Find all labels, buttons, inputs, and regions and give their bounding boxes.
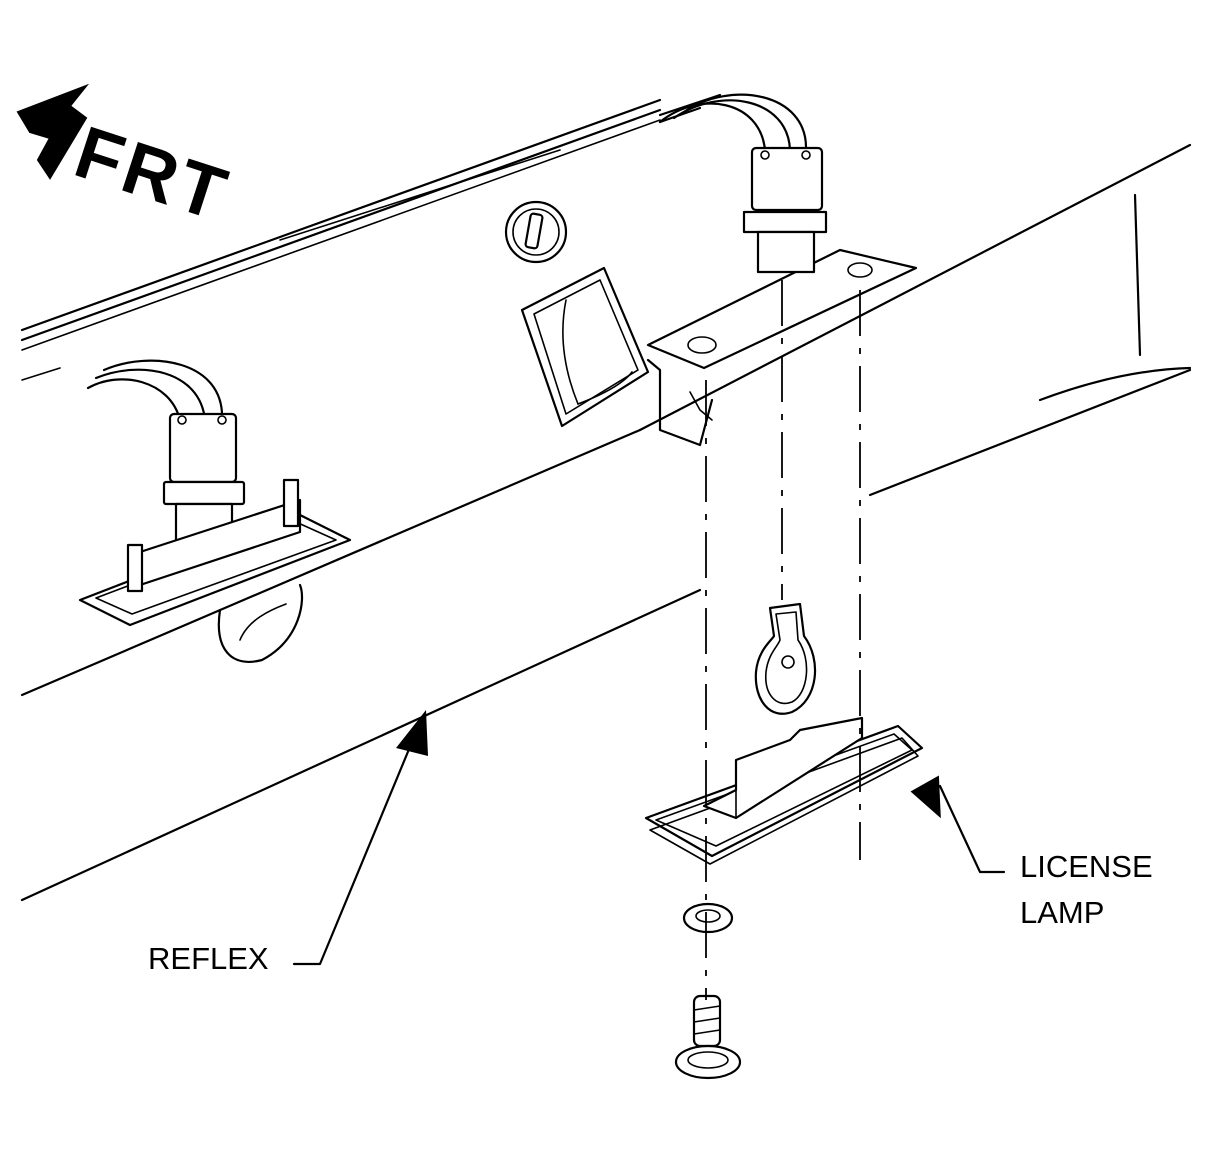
reflex-callout: REFLEX (148, 941, 269, 976)
emblem-badge-icon (520, 266, 650, 428)
bulb-icon (754, 602, 817, 715)
license-lamp-leader (910, 775, 1006, 874)
alignment-centerlines (705, 280, 861, 1000)
lock-cylinder-icon (504, 200, 568, 264)
grommet-icon (682, 902, 734, 934)
license-lamp-callout-line1: LICENSE (1020, 849, 1153, 884)
screw-icon (674, 994, 742, 1080)
front-direction-arrow-icon (16, 83, 90, 180)
license-lamp-housing (644, 716, 924, 865)
left-license-lamp-assembly (78, 359, 352, 663)
license-lamp-callout-line2: LAMP (1020, 895, 1105, 930)
reflex-leader (292, 710, 428, 966)
right-connector (658, 93, 828, 274)
